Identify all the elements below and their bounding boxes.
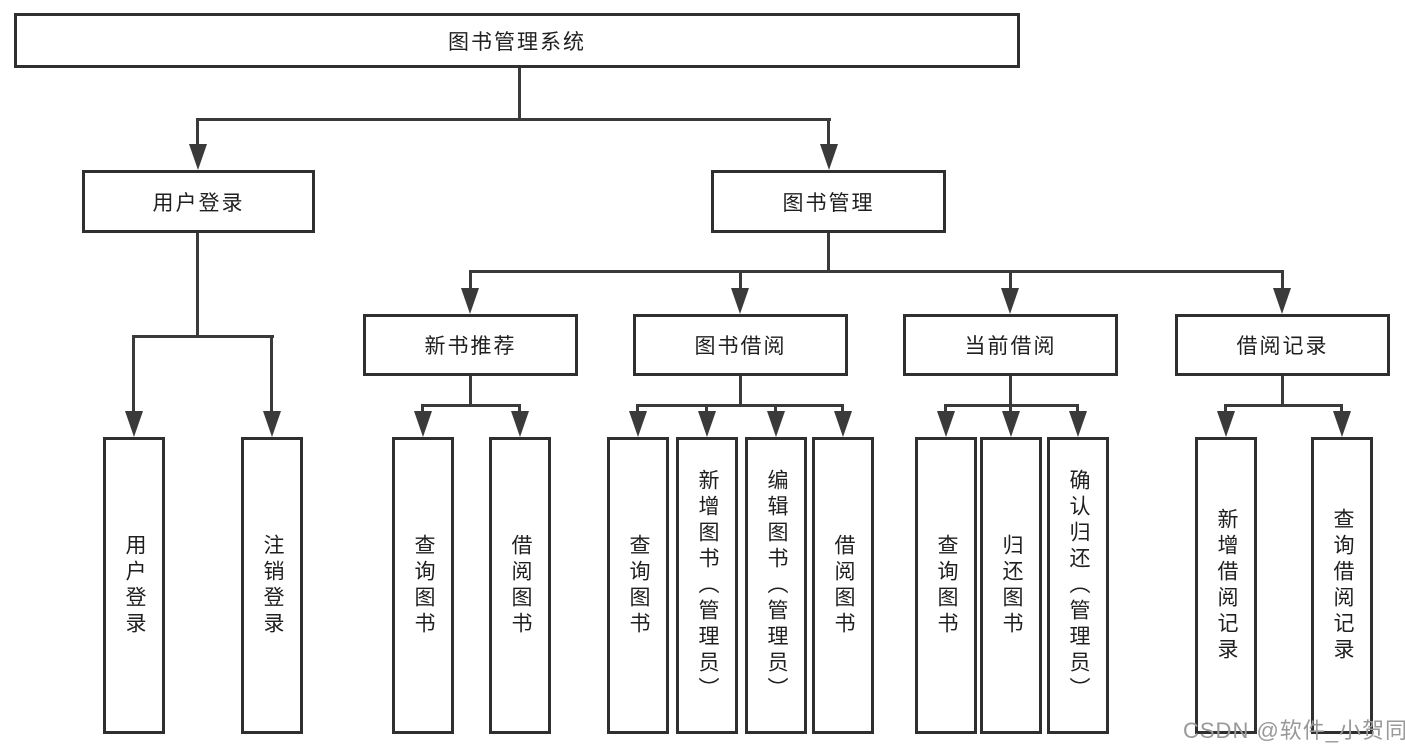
leaf-query-borrow-record: 查询借阅记录: [1311, 437, 1373, 734]
arrow-down-icon: [937, 411, 955, 437]
connector-line: [270, 335, 273, 414]
arrow-down-icon: [125, 411, 143, 437]
connector-line: [470, 270, 1283, 273]
csdn-watermark: CSDN @软件_小贺同学: [1183, 718, 1405, 743]
connector-line: [134, 335, 274, 338]
leaf-borrow-books-recommend: 借阅图书: [489, 437, 551, 734]
arrow-down-icon: [1273, 288, 1291, 314]
connector-line: [774, 404, 777, 414]
node-user-login: 用户登录: [82, 170, 315, 233]
connector-line: [196, 118, 199, 148]
connector-line: [705, 404, 708, 414]
connector-line: [1281, 270, 1284, 292]
connector-line: [827, 118, 830, 148]
connector-line: [944, 404, 947, 414]
node-borrow-records: 借阅记录: [1175, 314, 1390, 376]
arrow-down-icon: [263, 411, 281, 437]
arrow-down-icon: [1069, 411, 1087, 437]
connector-line: [637, 404, 843, 407]
arrow-down-icon: [1002, 411, 1020, 437]
leaf-confirm-return-admin: 确认归还（管理员）: [1047, 437, 1109, 734]
connector-line: [636, 404, 639, 414]
connector-line: [739, 376, 742, 404]
connector-line: [518, 404, 521, 414]
arrow-down-icon: [820, 144, 838, 170]
connector-line: [827, 233, 830, 270]
node-book-management: 图书管理: [711, 170, 946, 233]
arrow-down-icon: [1333, 411, 1351, 437]
connector-line: [196, 233, 199, 335]
connector-line: [423, 404, 520, 407]
connector-line: [469, 270, 472, 292]
leaf-return-books: 归还图书: [980, 437, 1042, 734]
arrow-down-icon: [629, 411, 647, 437]
leaf-query-books-current: 查询图书: [915, 437, 977, 734]
connector-line: [841, 404, 844, 414]
leaf-query-books-borrowing: 查询图书: [607, 437, 669, 734]
leaf-add-books-admin: 新增图书（管理员）: [676, 437, 738, 734]
arrow-down-icon: [767, 411, 785, 437]
arrow-down-icon: [1001, 288, 1019, 314]
connector-line: [132, 335, 135, 414]
leaf-logout: 注销登录: [241, 437, 303, 734]
connector-line: [198, 118, 831, 121]
connector-line: [469, 376, 472, 404]
leaf-add-borrow-record: 新增借阅记录: [1195, 437, 1257, 734]
arrow-down-icon: [461, 288, 479, 314]
arrow-down-icon: [1217, 411, 1235, 437]
connector-line: [1009, 376, 1012, 404]
leaf-edit-books-admin: 编辑图书（管理员）: [745, 437, 807, 734]
arrow-down-icon: [511, 411, 529, 437]
arrow-down-icon: [834, 411, 852, 437]
connector-line: [421, 404, 424, 414]
node-new-book-recommend: 新书推荐: [363, 314, 578, 376]
leaf-query-books-recommend: 查询图书: [392, 437, 454, 734]
arrow-down-icon: [731, 288, 749, 314]
connector-line: [1340, 404, 1343, 414]
arrow-down-icon: [189, 144, 207, 170]
connector-line: [518, 68, 521, 118]
arrow-down-icon: [698, 411, 716, 437]
node-book-borrowing: 图书借阅: [633, 314, 848, 376]
connector-line: [1224, 404, 1227, 414]
connector-line: [1009, 404, 1012, 414]
connector-line: [946, 404, 1078, 407]
leaf-borrow-books: 借阅图书: [812, 437, 874, 734]
connector-line: [1281, 376, 1284, 404]
leaf-user-login: 用户登录: [103, 437, 165, 734]
arrow-down-icon: [414, 411, 432, 437]
connector-line: [739, 270, 742, 292]
node-current-borrowing: 当前借阅: [903, 314, 1118, 376]
connector-line: [1226, 404, 1342, 407]
connector-line: [1009, 270, 1012, 292]
connector-line: [1076, 404, 1079, 414]
node-library-system: 图书管理系统: [14, 13, 1020, 68]
